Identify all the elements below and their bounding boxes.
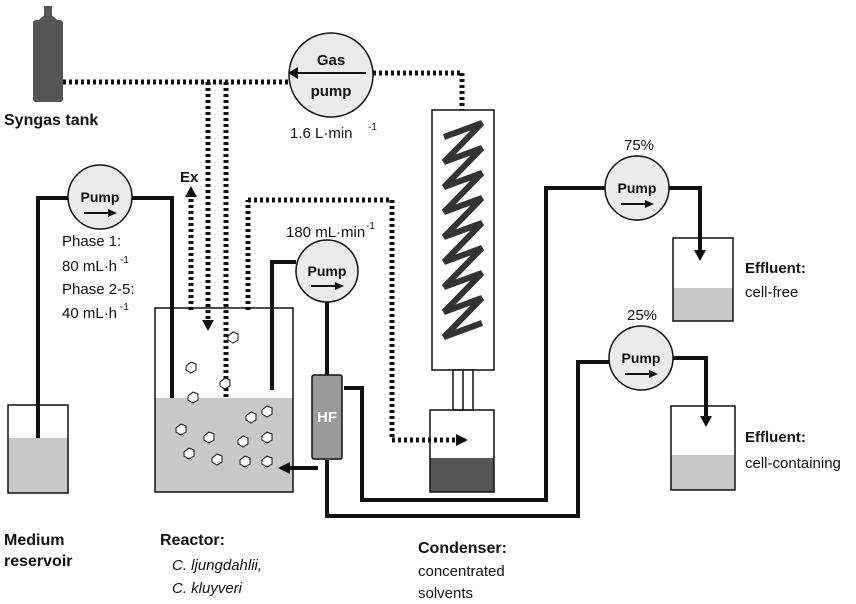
- condenser-desc-line2: solvents: [418, 585, 473, 602]
- condenser-column: [431, 109, 495, 411]
- gas-lines: [63, 70, 465, 456]
- syngas-tank: [33, 6, 63, 102]
- medium-reservoir: [7, 404, 69, 494]
- reactor-organism-2: C. kluyveri: [172, 580, 243, 597]
- phase25-rate-exponent: -1: [120, 302, 129, 313]
- hf-label: HF: [317, 409, 337, 426]
- medium-reservoir-label-line2: reservoir: [4, 553, 73, 570]
- effluent-vessel-cell-containing: [670, 405, 736, 491]
- syngas-tank-label: Syngas tank: [4, 112, 98, 129]
- recirculation-pump-label: Pump: [308, 263, 347, 279]
- gas-pump-label-bottom: pump: [311, 83, 352, 100]
- hollow-fiber-module: [311, 374, 343, 460]
- gas-bubbles: [175, 331, 273, 468]
- effluent-cell-free-desc: cell-free: [745, 284, 798, 301]
- reactor-title: Reactor:: [160, 532, 225, 549]
- condenser-vessel: [429, 409, 495, 493]
- gas-pump-label-top: Gas: [317, 52, 345, 69]
- condenser-title: Condenser:: [418, 540, 507, 557]
- recirculation-pump: [295, 239, 359, 303]
- effluent-cell-free-title: Effluent:: [745, 260, 806, 277]
- gas-flow-rate: 1.6 L·min: [290, 125, 353, 142]
- medium-reservoir-label-line1: Medium: [4, 532, 64, 549]
- exhaust-label: Ex: [180, 169, 199, 186]
- effluent-pump-cell-free-label: Pump: [618, 180, 657, 196]
- effluent-cell-containing-title: Effluent:: [745, 429, 806, 446]
- reactor-organism-1: C. ljungdahlii,: [172, 557, 262, 574]
- effluent-pump-cell-containing-label: Pump: [622, 350, 661, 366]
- recirculation-rate: 180 mL·min: [286, 224, 365, 241]
- recirculation-line: [270, 186, 610, 518]
- gas-pump: [288, 32, 374, 118]
- effluent-cell-containing-desc: cell-containing: [745, 455, 841, 472]
- gas-flow-rate-exponent: -1: [368, 122, 377, 133]
- split-75-percent: 75%: [624, 137, 654, 154]
- recirculation-rate-exponent: -1: [366, 221, 375, 232]
- hf-return-arrowhead: [278, 462, 290, 474]
- phase1-rate: 80 mL·h: [62, 258, 117, 275]
- effluent-vessel-cell-free: [672, 237, 734, 322]
- phase25-rate: 40 mL·h: [62, 305, 117, 322]
- phase1-rate-exponent: -1: [120, 255, 129, 266]
- phase1-label: Phase 1:: [62, 233, 121, 250]
- medium-pump-label: Pump: [81, 189, 120, 205]
- phase25-label: Phase 2-5:: [62, 281, 135, 298]
- effluent-line-cell-free: [669, 186, 702, 252]
- split-25-percent: 25%: [627, 307, 657, 324]
- medium-pump: [67, 164, 133, 230]
- effluent-line-cell-containing: [673, 356, 708, 418]
- condenser-desc-line1: concentrated: [418, 563, 505, 580]
